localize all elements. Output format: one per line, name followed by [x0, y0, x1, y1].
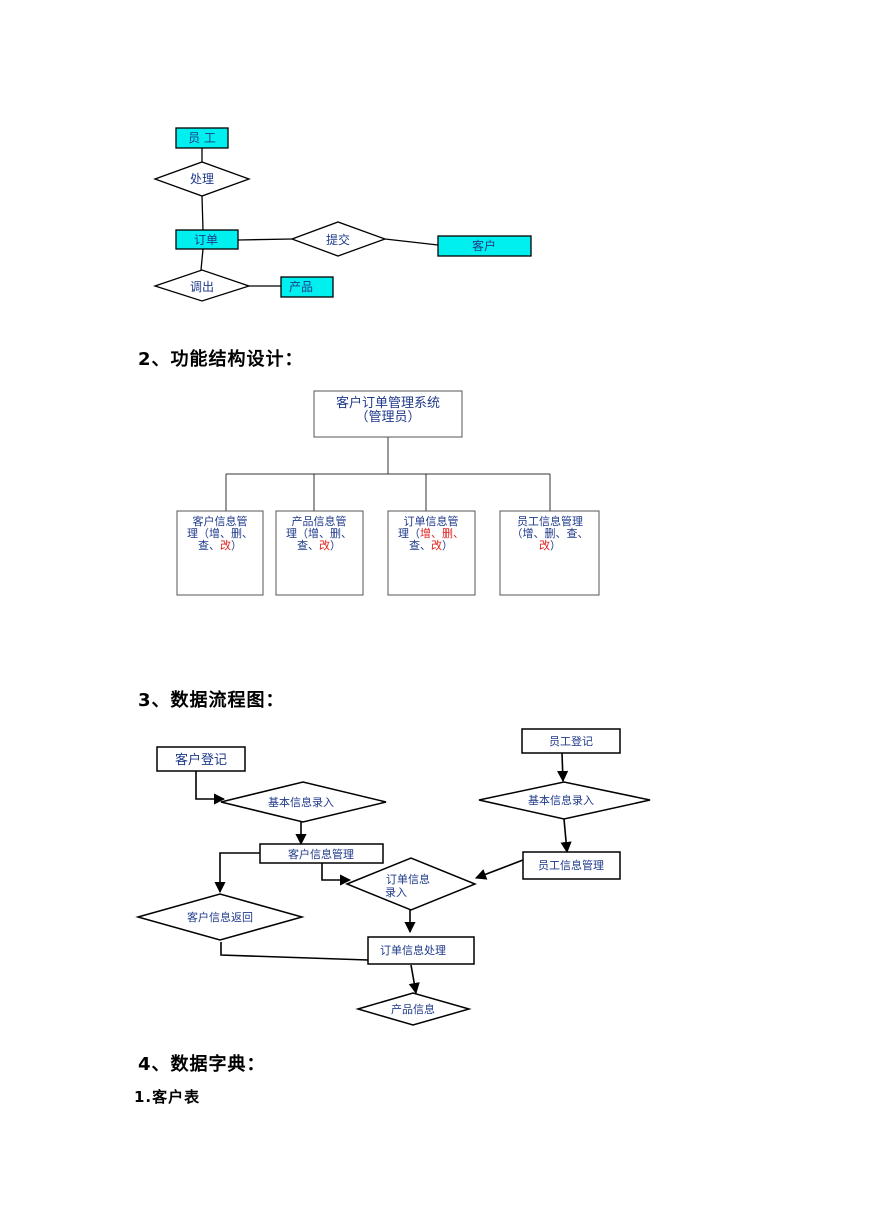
- node-order-info-process-label: 订单信息处理: [380, 943, 446, 957]
- node-order-info-entry-label-2: 录入: [385, 886, 407, 899]
- module-product-info-line3: 查、改）: [297, 538, 341, 552]
- root-system-box: [313, 390, 463, 438]
- module-customer-info-line3: 查、改）: [198, 538, 242, 552]
- node-basic-info-left: [220, 781, 387, 823]
- table-title-customer: 1.客户表: [134, 1088, 201, 1106]
- root-system-title: 客户订单管理系统: [336, 395, 440, 411]
- node-basic-info-right: [478, 781, 651, 820]
- entity-employee-label: 员 工: [188, 131, 216, 145]
- node-customer-register: [156, 746, 246, 772]
- node-customer-info-return: [135, 893, 305, 941]
- relation-dispatch: [152, 269, 252, 302]
- node-order-info-entry: [345, 857, 477, 911]
- er-diagram: 员 工 处理 订单 提交 客户 调出 产品: [152, 127, 532, 302]
- entity-customer: [437, 235, 532, 257]
- entity-product: [280, 276, 334, 298]
- relation-handle-label: 处理: [190, 172, 214, 186]
- node-product-info: [355, 992, 472, 1026]
- module-product-info-box: [275, 510, 364, 596]
- module-order-info-line2: 理（增、删、: [398, 526, 464, 540]
- entity-customer-label: 客户: [472, 238, 496, 253]
- module-employee-info-box: [499, 510, 600, 596]
- module-order-info-line1: 订单信息管: [404, 514, 459, 528]
- node-customer-info-mgmt-label: 客户信息管理: [288, 847, 354, 861]
- node-customer-info-mgmt: [259, 843, 384, 864]
- node-customer-info-return-label: 客户信息返回: [187, 910, 253, 924]
- section-heading-data-dictionary: 4、数据字典：: [138, 1054, 266, 1075]
- relation-dispatch-label: 调出: [190, 280, 214, 294]
- node-employee-info-mgmt-label: 员工信息管理: [538, 858, 604, 872]
- module-customer-info-line2: 理（增、删、: [187, 526, 253, 540]
- root-system-role: （管理员）: [355, 410, 420, 425]
- node-order-info-entry-label-1: 订单信息: [386, 872, 430, 886]
- module-customer-info-line1: 客户信息管: [193, 514, 248, 528]
- entity-order-label: 订单: [194, 233, 218, 247]
- node-basic-info-left-label: 基本信息录入: [268, 795, 334, 809]
- module-order-info-box: [387, 510, 476, 596]
- module-product-info-line2: 理（增、删、: [286, 526, 352, 540]
- data-flow-diagram: 客户登记 基本信息录入 客户信息管理 客户信息返回 订单信息 录入 订单信息处理…: [135, 728, 651, 1026]
- module-employee-info-line3: 改）: [539, 538, 561, 552]
- entity-product-label: 产品: [289, 280, 313, 294]
- module-order-info-line3: 查、改）: [409, 538, 453, 552]
- node-employee-register-label: 员工登记: [549, 734, 593, 748]
- node-product-info-label: 产品信息: [391, 1002, 435, 1016]
- node-employee-info-mgmt: [522, 851, 621, 880]
- entity-employee: [175, 127, 229, 149]
- section-heading-function-structure: 2、功能结构设计：: [138, 349, 304, 370]
- node-basic-info-right-label: 基本信息录入: [528, 793, 594, 807]
- module-employee-info-line1: 员工信息管理: [517, 514, 583, 528]
- function-structure-diagram: 客户订单管理系统 （管理员） 客户信息管 理（增、删、 查、改） 产品信息管 理…: [176, 390, 600, 596]
- node-employee-register: [521, 728, 621, 754]
- relation-submit: [290, 221, 387, 257]
- section-heading-data-flow: 3、数据流程图：: [138, 690, 285, 711]
- module-customer-info-box: [176, 510, 264, 596]
- entity-order: [175, 229, 239, 250]
- module-product-info-line1: 产品信息管: [292, 514, 347, 528]
- module-employee-info-line2: （增、删、查、: [512, 526, 589, 540]
- relation-submit-label: 提交: [326, 232, 350, 247]
- node-customer-register-label: 客户登记: [175, 752, 227, 768]
- relation-handle: [153, 161, 251, 197]
- node-order-info-process: [367, 936, 475, 965]
